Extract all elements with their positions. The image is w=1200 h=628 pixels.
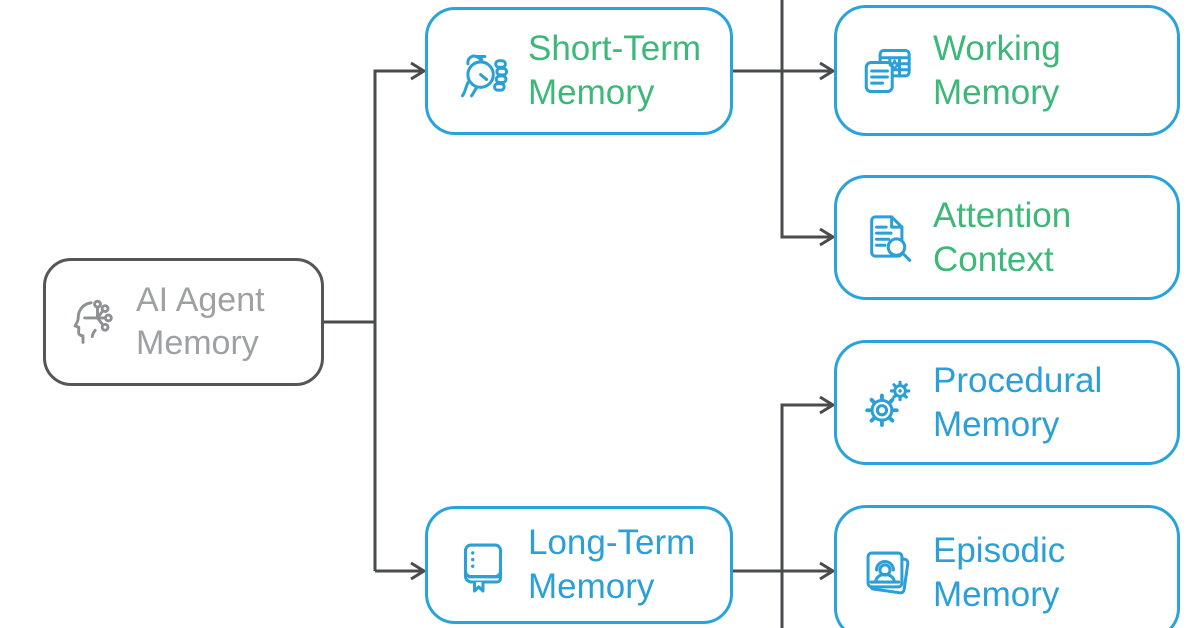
photo-portrait-icon	[859, 544, 917, 602]
arrowhead-to-attention	[819, 227, 836, 247]
hand-stopwatch-icon	[454, 42, 512, 100]
arrowhead-to-episodic	[819, 561, 836, 581]
node-attention-context: Attention Context	[834, 175, 1180, 300]
arrowhead-to-working	[819, 61, 836, 81]
arrowhead-to-long-term	[410, 561, 427, 581]
node-label: AI Agent Memory	[136, 281, 265, 362]
connector-root-branch	[323, 61, 427, 581]
connector-short-to-attention	[780, 0, 836, 247]
gears-icon	[859, 374, 917, 432]
node-label: Short-Term Memory	[528, 29, 702, 112]
node-label: Episodic Memory	[933, 530, 1066, 614]
arrowhead-to-short-term	[410, 61, 427, 81]
node-short-term-memory: Short-Term Memory	[425, 7, 733, 135]
node-long-term-memory: Long-Term Memory	[425, 506, 733, 624]
connector-long-to-procedural	[780, 395, 836, 628]
node-ai-agent-memory: AI Agent Memory	[43, 258, 324, 386]
node-label: Procedural Memory	[933, 360, 1103, 444]
node-working-memory: Working Memory	[834, 5, 1180, 136]
node-label: Working Memory	[933, 28, 1061, 112]
document-magnifier-icon	[859, 209, 917, 267]
arrowhead-to-procedural	[819, 395, 836, 415]
node-label: Attention Context	[933, 195, 1072, 279]
documents-table-icon	[859, 42, 917, 100]
head-circuit-icon	[66, 294, 122, 350]
node-label: Long-Term Memory	[528, 523, 696, 606]
node-procedural-memory: Procedural Memory	[834, 340, 1180, 465]
book-icon	[454, 536, 512, 594]
node-episodic-memory: Episodic Memory	[834, 505, 1180, 628]
